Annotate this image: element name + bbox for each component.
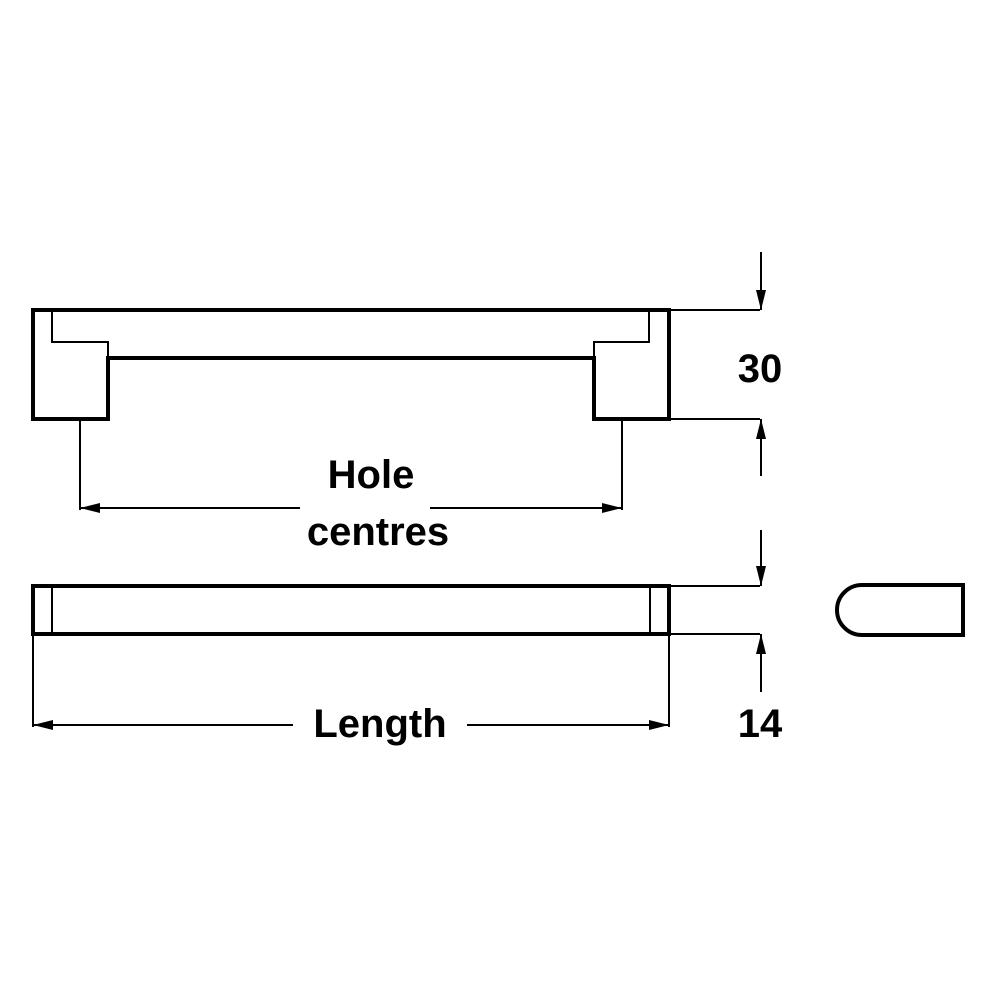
front-view xyxy=(31,308,671,421)
side-view xyxy=(31,584,671,636)
height-value: 30 xyxy=(738,347,783,391)
hole-centres-label-line2: centres xyxy=(307,510,449,554)
end-profile-section xyxy=(835,583,965,637)
depth-dimension: 14 xyxy=(669,530,783,746)
length-dimension: Length xyxy=(32,634,670,746)
height-dimension: 30 xyxy=(669,252,782,476)
hole-centres-label-line1: Hole xyxy=(328,453,415,497)
hole-centres-dimension: Hole centres xyxy=(79,419,623,554)
side-view-outline xyxy=(31,584,671,636)
handle-outline xyxy=(31,308,671,421)
length-label: Length xyxy=(313,702,446,746)
depth-value: 14 xyxy=(738,702,783,746)
right-leg-inner-line xyxy=(593,310,650,358)
left-leg-inner-line xyxy=(51,310,109,358)
